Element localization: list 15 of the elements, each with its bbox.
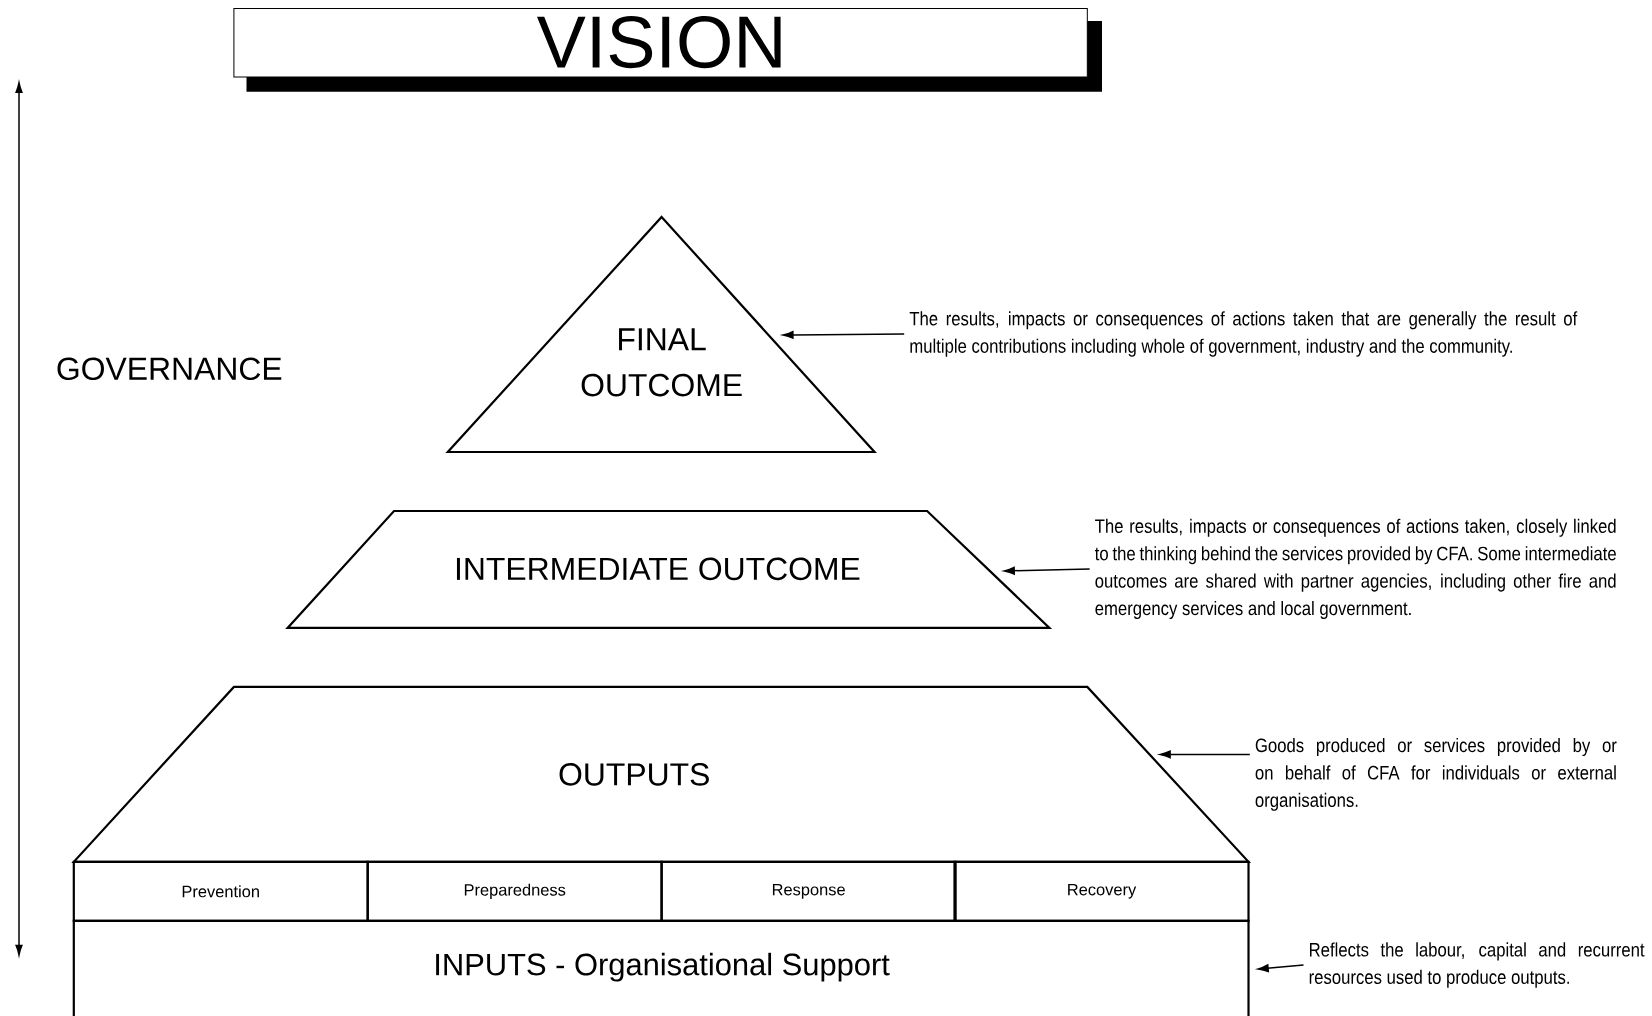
arrow	[1003, 566, 1091, 575]
axis-label: GOVERNANCE	[57, 357, 282, 381]
title-box: VISION	[233, 7, 1102, 92]
category-cell: Response	[660, 860, 957, 922]
description-text: The results, impacts or consequences of actions taken that are generally the result of multiple contributions including whole of government, industry and the community.	[909, 311, 1578, 357]
category-cell: Prevention	[72, 860, 369, 922]
description-text: Reflects the labour, capital and recurrent resources used to produce outputs.	[1309, 942, 1645, 988]
category-cell: Preparedness	[366, 860, 663, 922]
arrow	[782, 330, 905, 339]
arrow	[1257, 964, 1305, 973]
base-box: INPUTS - Organisational Support	[72, 919, 1250, 1016]
description-text: The results, impacts or consequences of actions taken, closely linked to the thinking behind the services provided by CFA. Some intermediate outcomes are shared with partner agencies, including other fire and emergency services and local government.	[1094, 518, 1616, 620]
description-text: Goods produced or services provided by or on behalf of CFA for individuals or external organisations.	[1255, 737, 1617, 811]
category-cell: Recovery	[953, 860, 1250, 922]
arrow	[1159, 750, 1251, 759]
